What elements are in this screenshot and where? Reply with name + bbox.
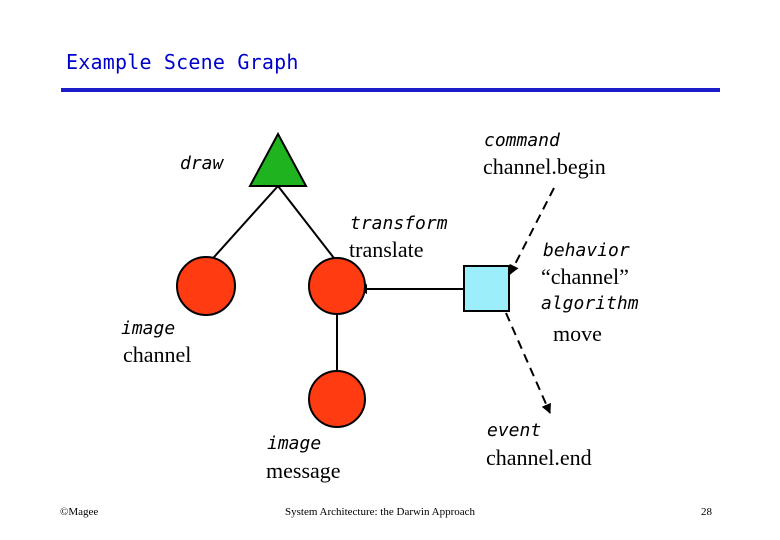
event-value: channel.end: [486, 445, 592, 470]
algorithm-label: algorithm: [541, 293, 639, 314]
transform-label: transform: [350, 213, 448, 234]
image-channel-circle-node: [176, 256, 236, 316]
algorithm-value: move: [553, 321, 602, 346]
event-label: event: [487, 420, 542, 441]
draw-label: draw: [180, 153, 224, 174]
footer-page-number: 28: [701, 506, 712, 518]
image-channel-value: channel: [123, 342, 192, 367]
image-message-circle-node: [308, 370, 366, 428]
behavior-name: “channel”: [541, 264, 629, 289]
image-channel-label: image: [121, 318, 176, 339]
edge-root-to-right-child: [277, 185, 338, 263]
channel-end-arrow: [505, 312, 551, 414]
image-message-value: message: [266, 458, 341, 483]
command-value: channel.begin: [483, 154, 606, 179]
image-message-label: image: [267, 433, 322, 454]
behavior-square-node: [463, 265, 510, 312]
transform-circle-node: [308, 257, 366, 315]
footer-copyright: ©Magee: [60, 506, 99, 518]
slide-title: Example Scene Graph: [66, 50, 299, 74]
transform-value: translate: [349, 237, 424, 262]
title-underline: [61, 88, 720, 92]
footer-course-title: System Architecture: the Darwin Approach: [285, 506, 476, 518]
draw-triangle-node: [248, 131, 308, 187]
behavior-label: behavior: [543, 240, 630, 261]
channel-begin-arrow: [509, 187, 555, 275]
command-label: command: [484, 130, 560, 151]
edge-root-to-left-child: [205, 185, 279, 267]
